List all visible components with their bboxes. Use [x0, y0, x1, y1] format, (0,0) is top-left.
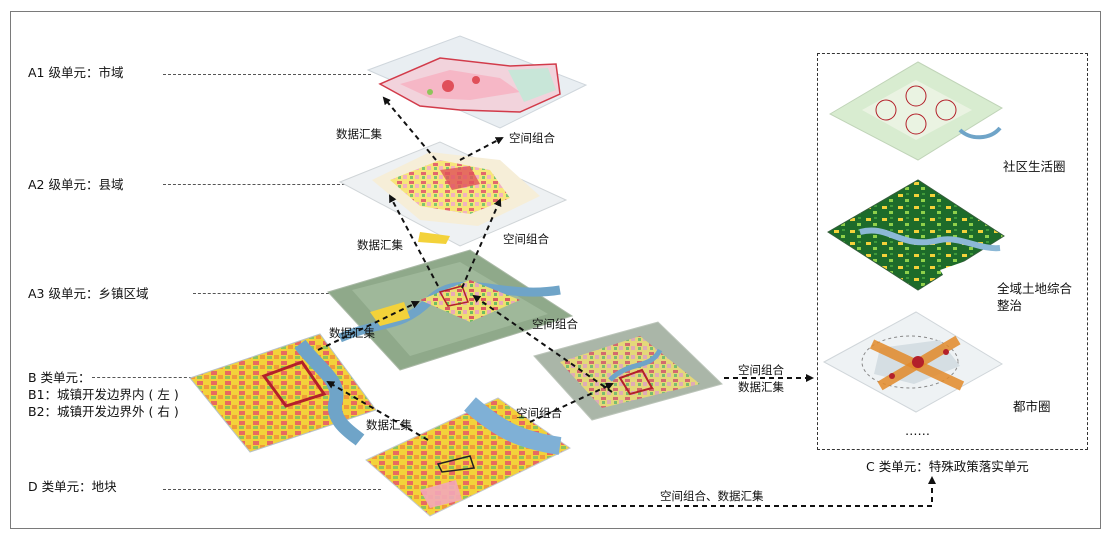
arrow-label-a3-spatial: 空间组合	[532, 317, 578, 331]
c-land-consolidation-map	[827, 179, 1005, 291]
leader-a1	[163, 74, 371, 75]
label-a1: A1 级单元：市域	[28, 65, 124, 80]
arrow-d-to-b1	[326, 380, 429, 441]
c-unit-box	[817, 53, 1088, 450]
arrow-label-b2-spatial: 空间组合	[516, 406, 562, 420]
diagram-frame	[10, 11, 1101, 529]
layer-a2-county-map	[338, 141, 568, 247]
c-label-ellipsis: ……	[905, 423, 930, 438]
arrow-label-b1-data: 数据汇集	[366, 418, 412, 432]
layer-b1-inside-boundary-map	[189, 333, 377, 453]
arrow-label-a2-data: 数据汇集	[357, 238, 403, 252]
c-label-community: 社区生活圈	[1003, 159, 1066, 174]
arrow-b2-to-a3	[472, 294, 613, 393]
label-a3: A3 级单元：乡镇区域	[28, 286, 149, 301]
arrow-a2-to-a1-data	[382, 96, 437, 161]
c-label-metro: 都市圈	[1013, 399, 1051, 414]
arrow-d-to-b2	[529, 382, 614, 423]
layer-a1-city-map	[366, 35, 588, 129]
label-c: C 类单元：特殊政策落实单元	[866, 459, 1029, 474]
flow-arrows	[317, 96, 936, 507]
label-b1: B1：城镇开发边界内 ( 左 )	[28, 387, 179, 402]
layer-d-parcel-map	[365, 397, 571, 517]
c-label-land: 全域土地综合	[997, 281, 1073, 296]
leader-d	[163, 489, 381, 490]
arrow-label-a1-data: 数据汇集	[336, 127, 382, 141]
arrow-a3-to-a2-data	[389, 194, 439, 287]
arrow-label-c-data: 数据汇集	[738, 380, 784, 394]
label-a2: A2 级单元：县域	[28, 177, 124, 192]
layer-b2-outside-boundary-map	[533, 321, 723, 421]
arrow-label-a2-spatial: 空间组合	[503, 232, 549, 246]
c-metropolitan-area-map	[822, 311, 1003, 413]
arrow-label-bottom: 空间组合、数据汇集	[660, 489, 764, 503]
label-b-title: B 类单元：	[28, 370, 91, 385]
arrow-label-a1-spatial: 空间组合	[509, 131, 555, 145]
arrow-b1-to-a3	[317, 300, 420, 351]
c-community-life-circle-map	[828, 61, 1003, 161]
c-label-land2: 整治	[997, 298, 1023, 313]
arrow-a2-to-a1-spatial	[459, 137, 504, 161]
arrow-label-c-spatial: 空间组合	[738, 363, 784, 377]
label-b2: B2：城镇开发边界外 ( 右 )	[28, 404, 179, 419]
arrow-a3-to-a2-spatial	[461, 198, 502, 289]
leader-a2	[163, 184, 345, 185]
label-d: D 类单元：地块	[28, 479, 117, 494]
arrow-label-a3-data: 数据汇集	[329, 326, 375, 340]
layer-a3-township-map	[327, 249, 574, 371]
leader-a3	[193, 293, 329, 294]
arrow-d-to-c	[468, 476, 936, 507]
leader-b	[92, 377, 192, 378]
